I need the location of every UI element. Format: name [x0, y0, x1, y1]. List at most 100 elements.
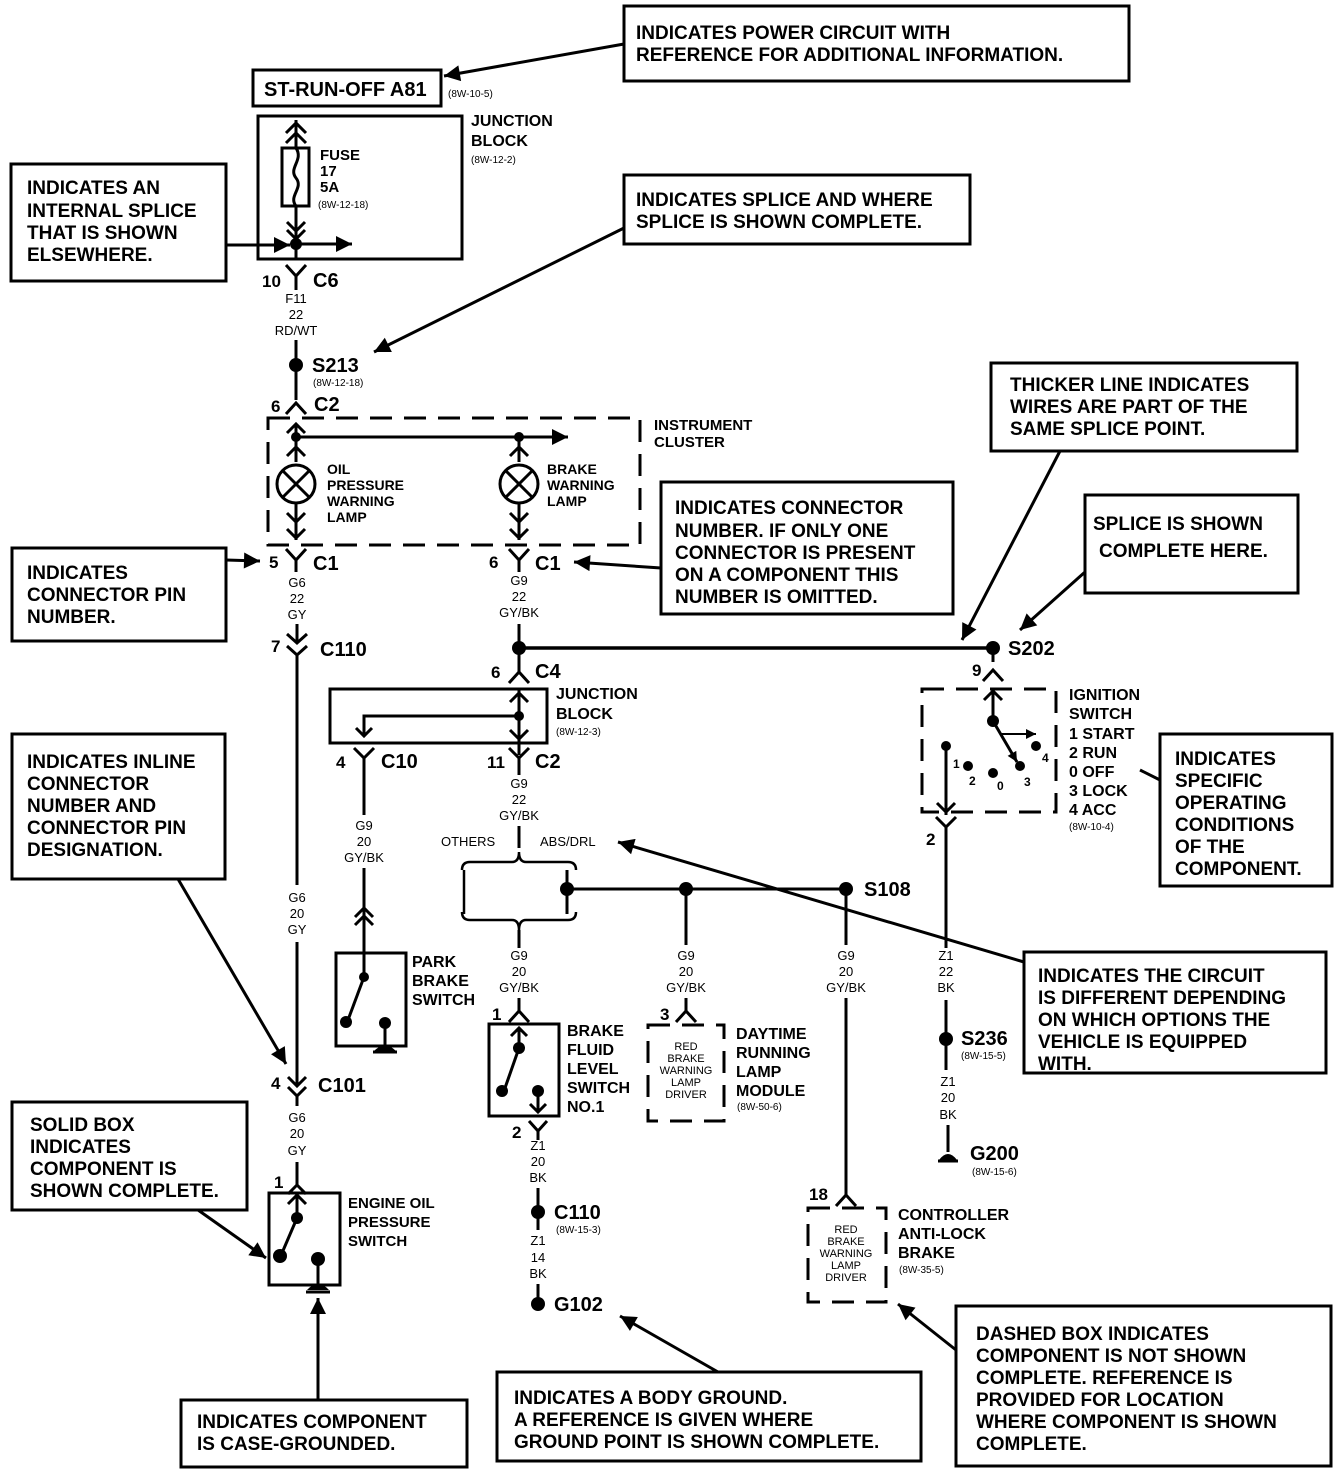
svg-text:BLOCK: BLOCK: [556, 706, 613, 723]
svg-text:SWITCH: SWITCH: [412, 992, 475, 1009]
leader-arrow: [960, 450, 1062, 641]
svg-text:(8W-15-3): (8W-15-3): [556, 1225, 601, 1236]
ground-icon: [939, 1154, 957, 1160]
svg-text:0 OFF: 0 OFF: [1069, 764, 1115, 781]
svg-text:F11: F11: [285, 291, 306, 306]
svg-text:3 LOCK: 3 LOCK: [1069, 783, 1128, 800]
junction-block-mid: JUNCTION BLOCK (8W-12-3): [328, 686, 638, 755]
svg-text:GY: GY: [288, 1143, 307, 1158]
svg-text:WARNING: WARNING: [547, 477, 615, 493]
ground-g200: G200 (8W-15-6): [938, 1143, 1019, 1178]
svg-text:OF THE: OF THE: [1175, 837, 1245, 858]
callout-body-ground: INDICATES A BODY GROUND. A REFERENCE IS …: [495, 1370, 923, 1463]
svg-text:7: 7: [271, 637, 280, 656]
svg-text:20: 20: [290, 906, 304, 921]
lamp-icon: [498, 463, 540, 505]
svg-text:REFERENCE FOR ADDITIONAL INFOR: REFERENCE FOR ADDITIONAL INFORMATION.: [636, 45, 1063, 66]
svg-text:10: 10: [262, 272, 281, 291]
callout-operating-conditions: INDICATES SPECIFIC OPERATING CONDITIONS …: [1158, 732, 1334, 888]
park-brake-switch: PARK BRAKE SWITCH: [334, 951, 475, 1054]
svg-text:SPLICE IS SHOWN COMPLETE.: SPLICE IS SHOWN COMPLETE.: [636, 212, 922, 233]
svg-text:LEVEL: LEVEL: [567, 1061, 619, 1078]
svg-text:Z1: Z1: [940, 1074, 955, 1089]
svg-text:22: 22: [290, 591, 304, 606]
svg-text:BRAKE: BRAKE: [567, 1023, 624, 1040]
svg-text:GY/BK: GY/BK: [499, 605, 539, 620]
svg-text:A REFERENCE IS GIVEN WHERE: A REFERENCE IS GIVEN WHERE: [514, 1410, 813, 1431]
svg-text:G9: G9: [837, 948, 854, 963]
connector-c1-right: 6 C1: [489, 547, 561, 575]
connector-c1-left: 5 C1: [269, 547, 339, 575]
svg-text:NUMBER AND: NUMBER AND: [27, 796, 156, 817]
svg-text:20: 20: [512, 964, 526, 979]
svg-text:1 START: 1 START: [1069, 726, 1135, 743]
wire-label-f11: F11 22 RD/WT: [275, 291, 318, 338]
svg-text:BK: BK: [937, 980, 955, 995]
svg-text:SWITCH: SWITCH: [567, 1080, 630, 1097]
svg-text:2: 2: [969, 774, 976, 788]
connector-c4: 6 C4: [491, 661, 561, 685]
wire-label-z1-20-g200: Z1 20 BK: [939, 1074, 957, 1122]
svg-text:SAME SPLICE POINT.: SAME SPLICE POINT.: [1010, 419, 1205, 440]
svg-text:9: 9: [972, 661, 981, 680]
svg-text:C1: C1: [535, 553, 561, 575]
callout-thicker-line: THICKER LINE INDICATES WIRES ARE PART OF…: [989, 361, 1299, 453]
svg-text:INDICATES: INDICATES: [27, 563, 128, 584]
svg-text:5: 5: [269, 553, 278, 572]
svg-text:20: 20: [531, 1154, 545, 1169]
svg-text:22: 22: [512, 589, 526, 604]
svg-text:(8W-35-5): (8W-35-5): [899, 1265, 944, 1276]
connector-c10: 4 C10: [336, 746, 418, 775]
svg-text:CONDITIONS: CONDITIONS: [1175, 815, 1294, 836]
wire-label-g6-20-a: G6 20 GY: [288, 890, 307, 937]
svg-text:INDICATES AN: INDICATES AN: [27, 178, 160, 199]
svg-text:(8W-12-18): (8W-12-18): [313, 378, 363, 389]
svg-text:C10: C10: [381, 751, 418, 773]
svg-text:COMPONENT IS NOT SHOWN: COMPONENT IS NOT SHOWN: [976, 1346, 1246, 1367]
svg-text:(8W-50-6): (8W-50-6): [737, 1102, 782, 1113]
svg-text:CLUSTER: CLUSTER: [654, 434, 725, 451]
callout-connector-pin: INDICATES CONNECTOR PIN NUMBER.: [10, 546, 228, 643]
wire-label-g9-20-bfl: G9 20 GY/BK: [499, 948, 539, 995]
svg-text:BK: BK: [939, 1107, 957, 1122]
svg-text:INSTRUMENT: INSTRUMENT: [654, 417, 752, 434]
svg-text:OPERATING: OPERATING: [1175, 793, 1287, 814]
svg-text:INDICATES: INDICATES: [30, 1137, 131, 1158]
svg-text:BK: BK: [529, 1170, 547, 1185]
svg-text:S236: S236: [961, 1028, 1008, 1050]
svg-text:20: 20: [839, 964, 853, 979]
svg-text:NUMBER IS OMITTED.: NUMBER IS OMITTED.: [675, 587, 878, 608]
svg-text:SHOWN COMPLETE.: SHOWN COMPLETE.: [30, 1181, 219, 1202]
svg-text:INDICATES POWER CIRCUIT WITH: INDICATES POWER CIRCUIT WITH: [636, 23, 950, 44]
svg-text:6: 6: [489, 553, 498, 572]
svg-text:(8W-12-2): (8W-12-2): [471, 155, 516, 166]
svg-text:ABS/DRL: ABS/DRL: [540, 834, 596, 849]
svg-text:G102: G102: [554, 1294, 603, 1316]
callout-splice-complete-where: INDICATES SPLICE AND WHERE SPLICE IS SHO…: [622, 173, 972, 246]
svg-text:1: 1: [953, 757, 960, 771]
svg-text:FUSE: FUSE: [320, 147, 360, 164]
svg-text:C6: C6: [313, 270, 339, 292]
callout-dashed-box: DASHED BOX INDICATES COMPONENT IS NOT SH…: [954, 1304, 1333, 1468]
svg-text:LAMP: LAMP: [547, 493, 587, 509]
wire-label-z1-20-bfl: Z1 20 BK: [529, 1138, 547, 1185]
svg-text:PRESSURE: PRESSURE: [327, 477, 404, 493]
svg-text:C2: C2: [535, 751, 561, 773]
connector-c2-jb: 11 C2: [487, 746, 561, 775]
svg-text:BRAKE: BRAKE: [667, 1053, 704, 1065]
engine-oil-pressure-switch: 1 ENGINE OIL PRESSURE SWITCH: [267, 1173, 435, 1294]
svg-text:NUMBER.: NUMBER.: [27, 607, 116, 628]
junction-block-top: JUNCTION BLOCK (8W-12-2) FUSE 17 5A (8W-…: [256, 113, 553, 261]
leader-arrow: [1019, 570, 1086, 632]
svg-text:ST-RUN-OFF A81: ST-RUN-OFF A81: [264, 79, 427, 101]
svg-text:ON WHICH OPTIONS THE: ON WHICH OPTIONS THE: [1038, 1010, 1270, 1031]
svg-text:INTERNAL SPLICE: INTERNAL SPLICE: [27, 201, 197, 222]
svg-text:GY/BK: GY/BK: [826, 980, 866, 995]
wire-label-g9-20-drl: G9 20 GY/BK: [666, 948, 706, 995]
svg-text:ENGINE OIL: ENGINE OIL: [348, 1195, 435, 1212]
svg-text:THAT IS SHOWN: THAT IS SHOWN: [27, 223, 178, 244]
leader-arrow: [573, 555, 662, 572]
callout-solid-box: SOLID BOX INDICATES COMPONENT IS SHOWN C…: [10, 1100, 249, 1212]
svg-text:C1: C1: [313, 553, 339, 575]
svg-text:SWITCH: SWITCH: [348, 1233, 407, 1250]
